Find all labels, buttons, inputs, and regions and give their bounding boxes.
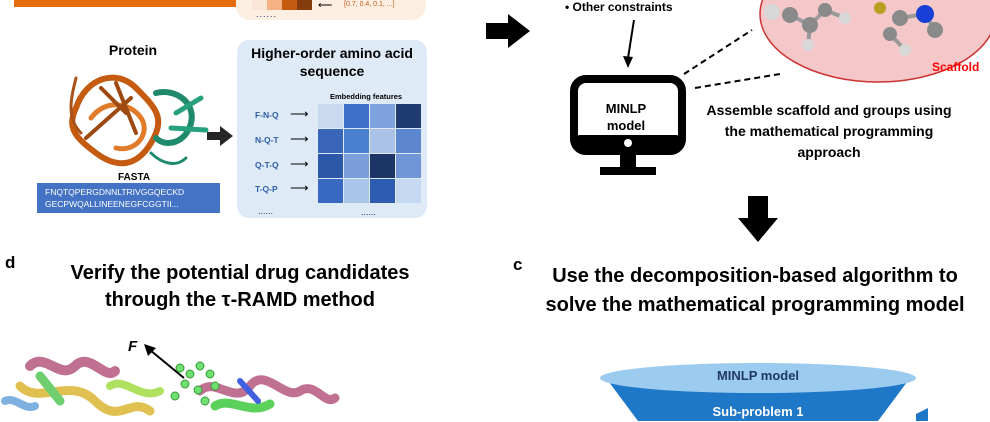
higher-order-title: Higher-order amino acid sequence <box>251 45 413 79</box>
screen-label-line: model <box>606 118 646 133</box>
embedding-heatmap <box>318 104 422 205</box>
arrow-left-icon: ⟵ <box>318 0 333 11</box>
heatmap-cell <box>370 179 395 203</box>
embedding-features-label: Embedding features <box>330 92 403 101</box>
funnel-subproblem-label: Sub-problem 1 <box>712 404 804 419</box>
arrow-right-icon <box>207 126 233 146</box>
sequence-label: Q-T-Q <box>255 160 279 170</box>
arrow-down-icon <box>623 19 635 68</box>
fasta-title: FASTA <box>118 172 151 183</box>
panel-label-c: c <box>513 255 523 274</box>
protein-ribbon-image <box>69 74 209 167</box>
orange-sequence-bar <box>14 0 242 7</box>
minlp-model-screen-label: MINLP model <box>582 100 670 134</box>
verify-title: Verify the potential drug candidates thr… <box>70 262 410 311</box>
heatmap-cell <box>318 154 343 178</box>
ellipsis: ...... <box>258 206 274 216</box>
other-constraints-label: • Other constraints <box>565 0 673 14</box>
heatmap-cell <box>318 129 343 153</box>
heatmap-cell <box>370 129 395 153</box>
heatmap-cell <box>318 104 343 128</box>
fasta-sequence-box: FNQTQPERGDNNLTRIVGGQECKD GECPWQALLINEENE… <box>37 183 220 213</box>
heatmap-cell <box>370 104 395 128</box>
arrow-down-icon <box>738 196 778 242</box>
ramd-protein-image <box>1 356 340 416</box>
computer-monitor-icon <box>570 75 686 175</box>
arrow-right-icon: ⟶ <box>290 131 309 146</box>
screen-label-line: MINLP <box>605 101 647 116</box>
heatmap-cell <box>396 179 421 203</box>
protein-title: Protein <box>108 42 158 58</box>
panel-label-d: d <box>5 253 16 272</box>
sequence-label: F-N-Q <box>255 110 279 120</box>
scaffold-molecule-image <box>759 0 990 83</box>
heatmap-cell <box>344 154 369 178</box>
embedding-vector-text: [0.7, 0.4, 0.1, ...] <box>344 1 395 8</box>
decomposition-title: Use the decomposition-based algorithm to… <box>545 265 965 316</box>
arrow-right-icon: ⟶ <box>290 106 309 121</box>
arrow-right-icon: ⟶ <box>290 180 309 195</box>
heatmap-cell <box>344 129 369 153</box>
force-label: F <box>128 338 138 355</box>
force-arrow-icon <box>144 344 185 379</box>
embedding-color-row <box>252 0 314 10</box>
heatmap-cell <box>344 179 369 203</box>
heatmap-cell <box>344 104 369 128</box>
sequence-label: N-Q-T <box>255 135 279 145</box>
fasta-line: GECPWQALLINEENEGFCGGTII... <box>45 199 179 209</box>
heatmap-cell <box>370 154 395 178</box>
fasta-line: FNQTQPERGDNNLTRIVGGQECKD <box>45 187 185 197</box>
ellipsis: ...... <box>361 207 377 217</box>
arrow-right-icon: ⟶ <box>290 156 309 171</box>
heatmap-cell <box>396 129 421 153</box>
heatmap-cell <box>318 179 343 203</box>
assemble-description: Assemble scaffold and groups using the m… <box>706 102 952 160</box>
ellipsis: ...... <box>256 9 278 19</box>
funnel-minlp-label: MINLP model <box>716 368 800 383</box>
sequence-label: T-Q-P <box>255 184 278 194</box>
heatmap-cell <box>396 154 421 178</box>
decomposition-funnel <box>600 363 928 421</box>
arrow-right-icon <box>486 14 530 48</box>
heatmap-cell <box>396 104 421 128</box>
dashed-connector <box>683 29 781 89</box>
scaffold-label: Scaffold <box>932 60 980 74</box>
